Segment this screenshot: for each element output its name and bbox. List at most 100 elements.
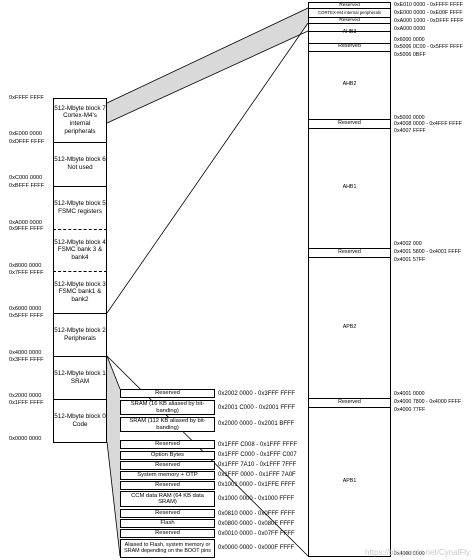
memory-block-3: 512-Mbyte block 3 FSMC bank1 & bank2 [53, 271, 107, 313]
region-boundary [308, 17, 391, 18]
zoom-line [106, 7, 309, 104]
memory-block-1: 512-Mbyte block 1 SRAM [53, 356, 107, 399]
address-label: 0x6000 0000 [394, 37, 425, 43]
row-label: Reserved [155, 441, 180, 448]
address-label: 0x1001 0000 - 0x1FFE FFFF [218, 482, 296, 488]
code-region-row: Reserved [120, 389, 215, 398]
row-label: SRAM (16 KB aliased by bit-banding) [130, 401, 205, 414]
address-label: 0x3FFF FFFF [9, 357, 44, 363]
row-label: Reserved [155, 482, 180, 489]
memory-block-0: 512-Mbyte block 0 Code [53, 399, 107, 442]
code-region-row: SRAM (112 KB aliased by bit-banding) [120, 417, 215, 432]
address-label: 0x4008 0000 - 0x4FFF FFFF [394, 121, 463, 127]
code-region-row: Flash [120, 519, 215, 528]
row-label: Aliased to Flash, system memory or SRAM … [124, 541, 211, 554]
address-label: 0x5006 0C00 - 0x5FFF FFFF [394, 44, 463, 50]
region-boundary [308, 2, 391, 3]
code-region-row: SRAM (16 KB aliased by bit-banding) [120, 400, 215, 415]
address-label: 0x5FFF FFFF [9, 313, 44, 319]
address-label: 0x5006 0BFF [394, 52, 426, 58]
zoom-line [106, 22, 309, 314]
address-label: 0x1FFF FFFF [9, 400, 44, 406]
code-region-row: Reserved [120, 529, 215, 538]
region-label: AHB2 [342, 81, 357, 88]
address-label: 0x4000 0000 [394, 551, 425, 557]
row-label: Reserved [155, 530, 180, 537]
region-label: Reserved [339, 2, 360, 8]
region-label: AHB3 [342, 29, 357, 36]
address-label: 0xFFFF FFFF [9, 95, 44, 101]
zoom-wedge-upper [107, 8, 308, 123]
row-label: Reserved [155, 510, 180, 517]
code-region-row: CCM data RAM (64 KB data SRAM) [120, 491, 215, 507]
region-reserved: Reserved [308, 119, 391, 128]
zoom-line [106, 441, 121, 557]
memory-block-6: 512-Mbyte block 6 Not used [53, 142, 107, 186]
row-label: SRAM (112 KB aliased by bit-banding) [129, 418, 206, 431]
block-boundary [53, 399, 107, 400]
region-boundary [308, 43, 391, 44]
block-label: 512-Mbyte block 1 SRAM [54, 369, 106, 385]
region-apb1: APB1 [308, 407, 391, 556]
region-apb2: APB2 [308, 257, 391, 398]
region-ahb1: AHB1 [308, 128, 391, 248]
row-label: System memory + OTP [137, 472, 198, 479]
address-label: 0xE010 0000 - 0xFFFF FFFF [394, 2, 463, 8]
region-ahb3: AHB3 [308, 23, 391, 43]
region-boundary [308, 248, 391, 249]
memory-block-2: 512-Mbyte block 2 Peripherals [53, 313, 107, 356]
region-label: APB1 [342, 477, 357, 484]
address-label: 0x0800 0000 - 0x080F FFFF [218, 521, 295, 527]
region-ahb2: AHB2 [308, 51, 391, 119]
address-label: 0xA000 0000 [394, 26, 426, 32]
address-label: 0x4007 FFFF [394, 128, 426, 134]
region-cortex-peripherals: CORTEX-M4 internal peripherals [308, 8, 391, 17]
address-label: 0x2002 0000 - 0x3FFF FFFF [218, 391, 296, 397]
block-label: 512-Mbyte block 4 FSMC bank 3 & bank4 [54, 238, 106, 261]
region-boundary [308, 128, 391, 129]
block-label: 512-Mbyte block 0 Code [54, 412, 106, 428]
address-label: 0x4000 77FF [394, 407, 426, 413]
region-reserved: Reserved [308, 248, 391, 257]
block-label: 512-Mbyte block 5 FSMC registers [54, 199, 106, 215]
address-label: 0xDFFF FFFF [9, 139, 45, 145]
block-boundary [53, 442, 107, 443]
address-label: 0xE000 0000 - 0xE00F FFFF [394, 10, 463, 16]
memory-block-7: 512-Mbyte block 7 Cortex-M4's internal p… [53, 98, 107, 142]
row-label: Reserved [155, 390, 180, 397]
code-region-row: Reserved [120, 481, 215, 490]
region-label: Reserved [338, 398, 361, 405]
region-label: CORTEX-M4 internal peripherals [318, 10, 381, 15]
zoom-line [106, 355, 121, 390]
address-label: 0x0010 0000 - 0x07FF FFFF [218, 531, 295, 537]
address-label: 0x4000 0000 [9, 350, 42, 356]
region-boundary [308, 8, 391, 9]
region-boundary [308, 119, 391, 120]
block-boundary [53, 229, 107, 230]
block-boundary [53, 271, 107, 272]
memory-block-5: 512-Mbyte block 5 FSMC registers [53, 186, 107, 229]
address-label: 0x4001 57FF [394, 257, 426, 263]
address-label: 0x2000 0000 - 0x2001 BFFF [218, 421, 295, 427]
code-region-row: Reserved [120, 461, 215, 470]
address-label: 0x9FFF FFFF [9, 226, 44, 232]
zoom-wedge-peripherals [107, 23, 308, 556]
address-label: 0x1FFF 0000 - 0x1FFF 7A0F [218, 472, 296, 478]
address-label: 0xBFFF FFFF [9, 183, 45, 189]
address-label: 0x2000 0000 [9, 393, 42, 399]
region-reserved: Reserved [308, 43, 391, 51]
code-region-row: Reserved [120, 440, 215, 449]
watermark: https://blog.csdn.net/CynalFly [365, 548, 470, 557]
block-boundary [53, 98, 107, 99]
region-boundary [308, 23, 391, 24]
block-label: 512-Mbyte block 7 Cortex-M4's internal p… [54, 104, 106, 135]
region-label: Reserved [338, 43, 361, 50]
address-label: 0x4001 5800 - 0x4001 FFFF [394, 249, 462, 255]
address-label: 0x0000 0000 - 0x000F FFFF [218, 545, 295, 551]
region-label: Reserved [339, 17, 360, 23]
region-boundary [308, 407, 391, 408]
row-label: Reserved [155, 462, 180, 469]
code-region-row: Option Bytes [120, 451, 215, 460]
address-label: 0x6000 0000 [9, 306, 42, 312]
